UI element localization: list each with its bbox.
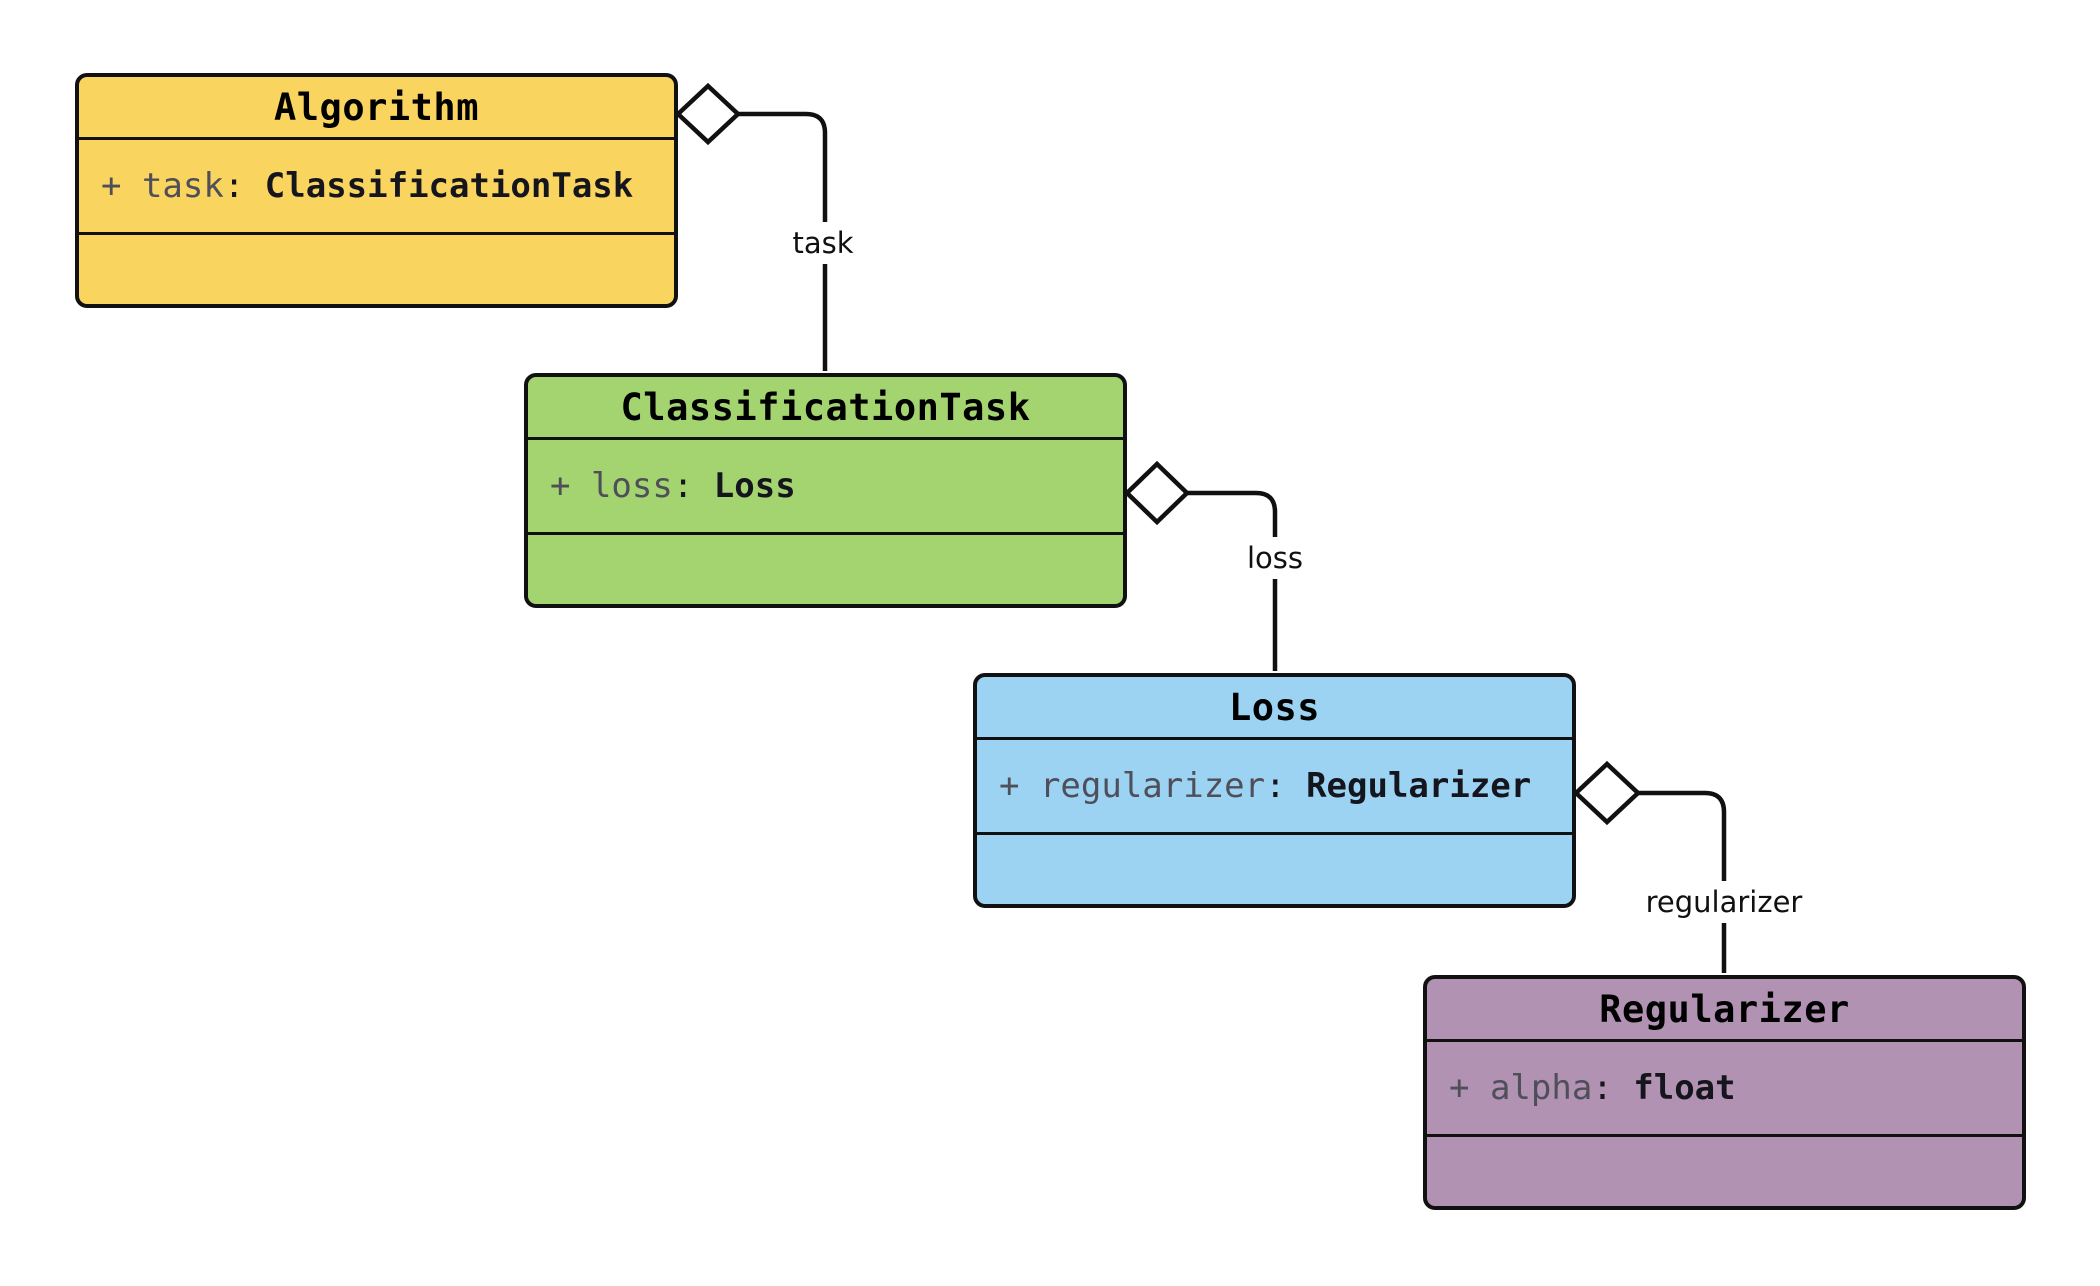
class-regularizer[interactable]: Regularizer + alpha: float (1423, 975, 2026, 1210)
attribute-separator: : (1592, 1068, 1634, 1108)
edge-label-loss: loss (1238, 537, 1312, 579)
attribute-name: + loss (550, 466, 673, 506)
class-loss[interactable]: Loss + regularizer: Regularizer (973, 673, 1576, 908)
attribute-type: Regularizer (1306, 766, 1532, 806)
edge-label-task: task (784, 222, 862, 264)
class-title: Regularizer (1427, 979, 2022, 1042)
class-attributes: + task: ClassificationTask (79, 140, 674, 235)
class-methods-empty (1427, 1137, 2022, 1206)
attribute-name: + task (101, 166, 224, 206)
aggregation-diamond-icon (1572, 760, 1642, 826)
class-classificationtask[interactable]: ClassificationTask + loss: Loss (524, 373, 1127, 608)
class-algorithm[interactable]: Algorithm + task: ClassificationTask (75, 73, 678, 308)
aggregation-diamond-icon (1123, 460, 1191, 526)
edge-regularizer (1572, 760, 1727, 973)
edge-loss-line (1187, 490, 1278, 671)
attribute-type: float (1633, 1068, 1736, 1108)
attribute-name: + alpha (1449, 1068, 1593, 1108)
class-methods-empty (528, 535, 1123, 604)
class-attributes: + regularizer: Regularizer (977, 740, 1572, 835)
class-methods-empty (977, 835, 1572, 904)
class-attributes: + alpha: float (1427, 1042, 2022, 1137)
attribute-type: Loss (713, 466, 796, 506)
edge-label-regularizer: regularizer (1637, 881, 1811, 923)
aggregation-diamond-icon (674, 82, 742, 146)
attribute-separator: : (223, 166, 265, 206)
attribute-separator: : (1265, 766, 1307, 806)
class-attributes: + loss: Loss (528, 440, 1123, 535)
class-title: ClassificationTask (528, 377, 1123, 440)
attribute-name: + regularizer (999, 766, 1266, 806)
class-methods-empty (79, 235, 674, 304)
class-title: Loss (977, 677, 1572, 740)
class-title: Algorithm (79, 77, 674, 140)
attribute-type: ClassificationTask (264, 166, 634, 206)
attribute-separator: : (672, 466, 714, 506)
